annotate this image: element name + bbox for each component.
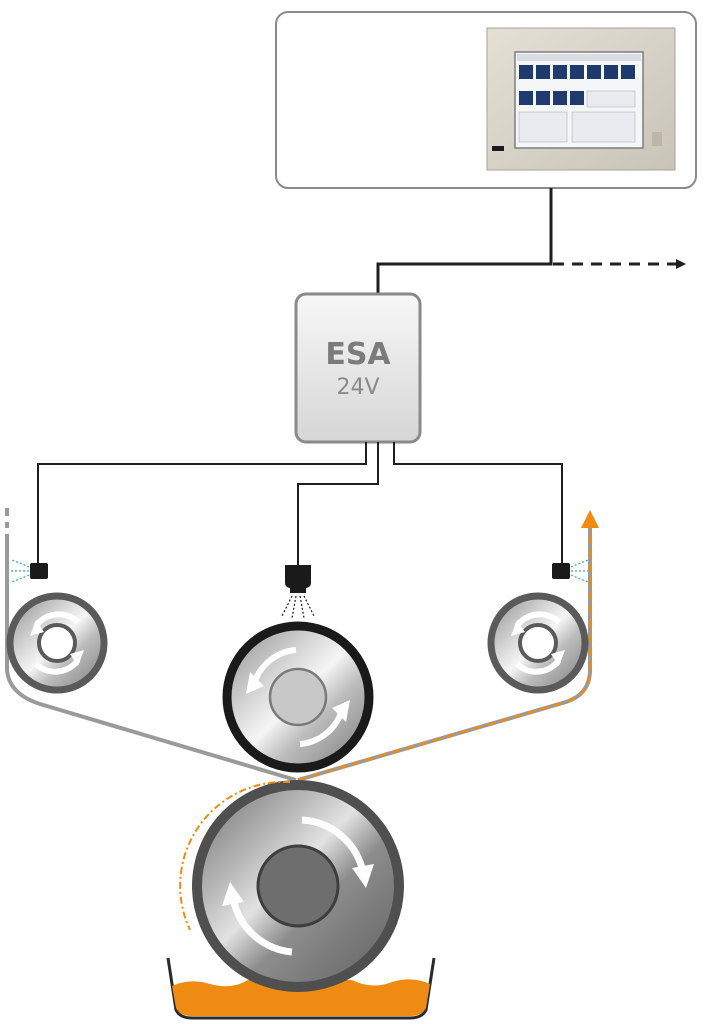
web-path-gray — [5, 508, 297, 782]
network-connection — [376, 188, 553, 294]
right-electrode — [552, 559, 590, 583]
screen-tiles — [519, 65, 635, 105]
electrode-wires — [37, 442, 563, 565]
esa-voltage: 24V — [336, 375, 379, 400]
print-cylinder — [179, 780, 404, 992]
left-electrode — [10, 559, 48, 583]
ink-film — [179, 780, 291, 931]
ink-pool — [172, 979, 430, 1016]
esa-unit: ESA 24V — [294, 292, 422, 444]
touch-panel-monitor — [486, 27, 676, 171]
ink-pan — [166, 957, 436, 1020]
impression-roller — [222, 621, 374, 773]
right-idler-roller — [487, 592, 589, 694]
web-path-printed — [297, 510, 599, 782]
left-idler-roller — [6, 592, 108, 694]
center-electrode — [281, 565, 315, 619]
esa-title: ESA — [325, 337, 391, 372]
